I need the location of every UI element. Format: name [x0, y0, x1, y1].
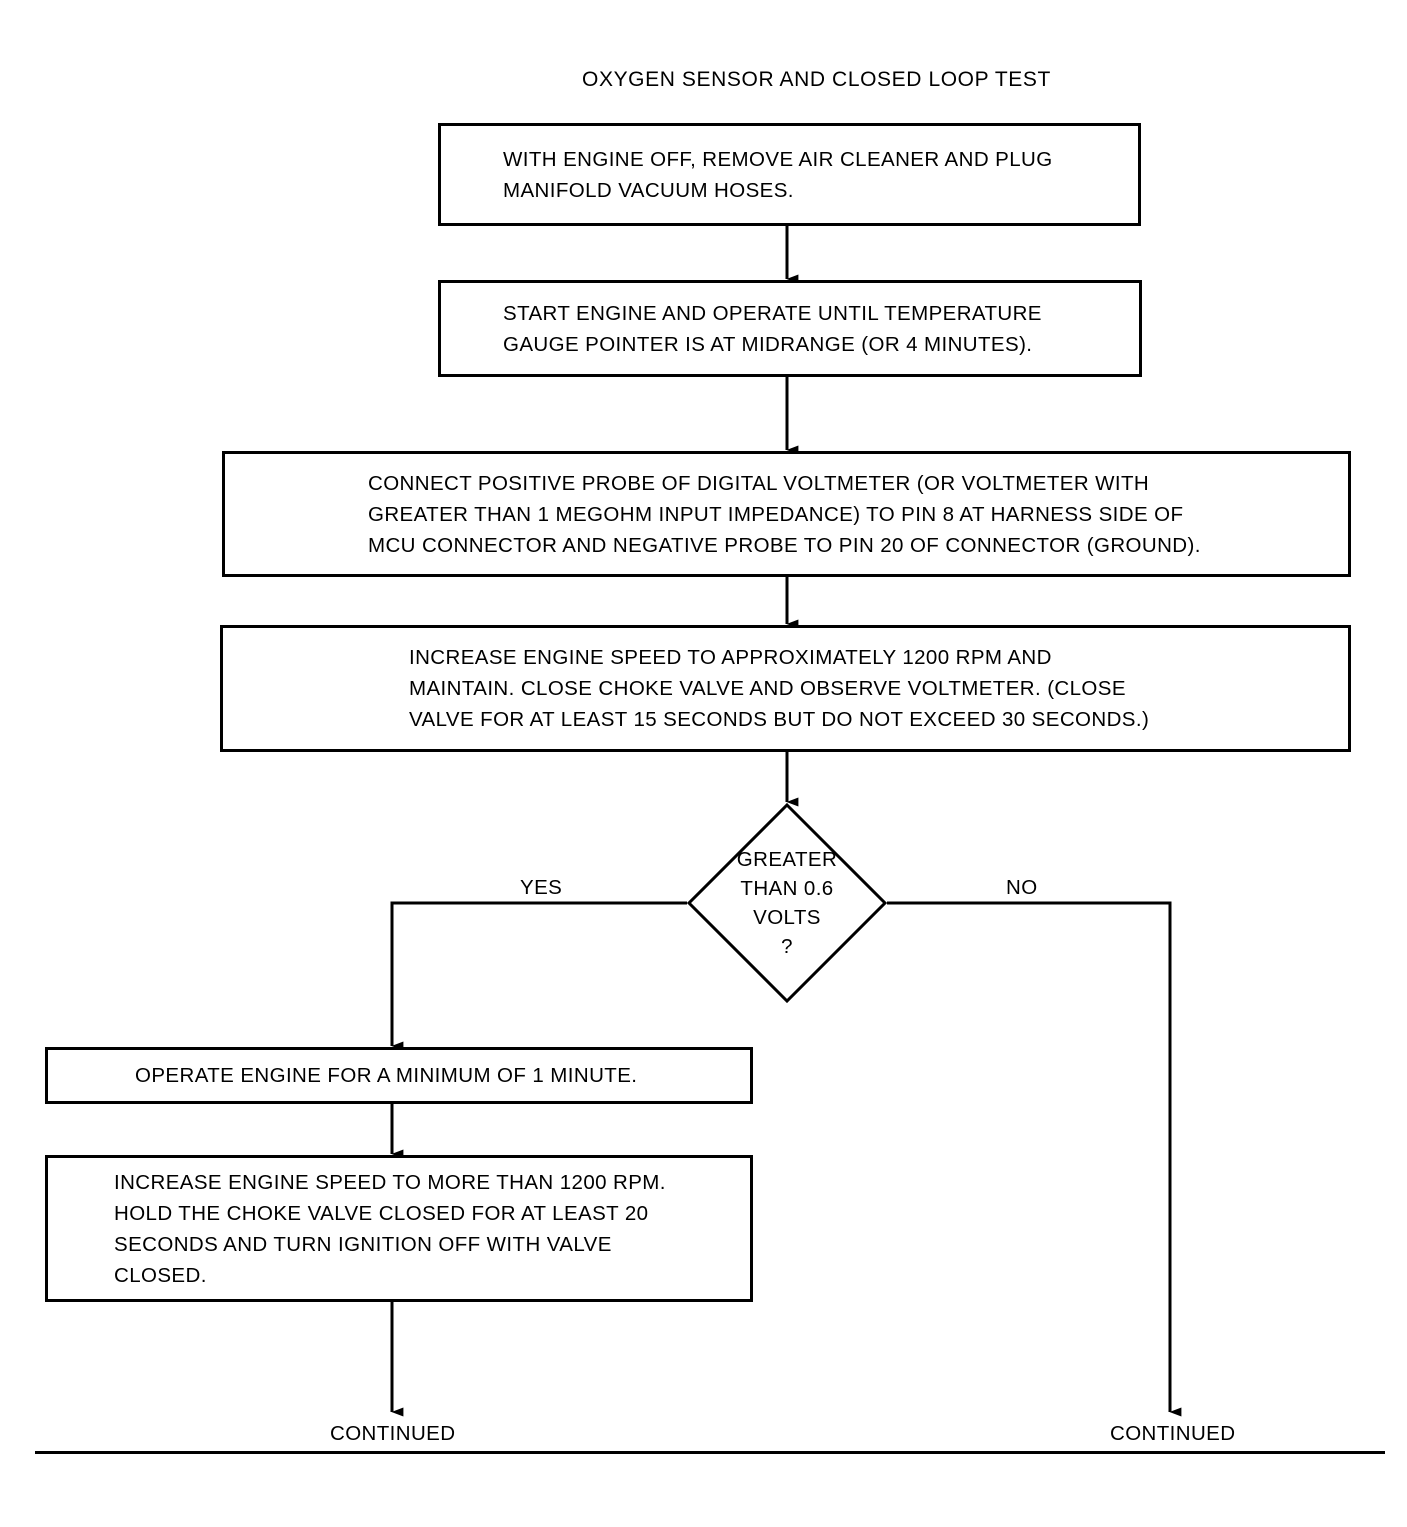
process-box-step5[interactable]: OPERATE ENGINE FOR A MINIMUM OF 1 MINUTE…: [45, 1047, 753, 1104]
connector-decision-yes: [390, 901, 687, 1051]
terminal-continued-right: CONTINUED: [1110, 1422, 1236, 1445]
process-box-step4-label: INCREASE ENGINE SPEED TO APPROXIMATELY 1…: [409, 646, 1150, 731]
edge-label-yes: YES: [520, 876, 563, 899]
decision-diamond-shape: [687, 803, 887, 1003]
page-title-text: OXYGEN SENSOR AND CLOSED LOOP TEST: [582, 68, 1051, 91]
bottom-rule: [35, 1451, 1385, 1454]
process-box-step3-label: CONNECT POSITIVE PROBE OF DIGITAL VOLTME…: [368, 471, 1201, 557]
terminal-continued-left: CONTINUED: [330, 1422, 456, 1445]
process-box-step2-label: START ENGINE AND OPERATE UNTIL TEMPERATU…: [503, 301, 1042, 356]
process-box-step6[interactable]: INCREASE ENGINE SPEED TO MORE THAN 1200 …: [45, 1155, 753, 1302]
process-box-step2[interactable]: START ENGINE AND OPERATE UNTIL TEMPERATU…: [438, 280, 1142, 377]
process-box-step3[interactable]: CONNECT POSITIVE PROBE OF DIGITAL VOLTME…: [222, 451, 1351, 577]
process-box-step1-label: WITH ENGINE OFF, REMOVE AIR CLEANER AND …: [503, 147, 1053, 202]
process-box-step4[interactable]: INCREASE ENGINE SPEED TO APPROXIMATELY 1…: [220, 625, 1351, 752]
connector-decision-no: [887, 901, 1182, 1417]
process-box-step6-label: INCREASE ENGINE SPEED TO MORE THAN 1200 …: [114, 1170, 666, 1287]
process-box-step5-label: OPERATE ENGINE FOR A MINIMUM OF 1 MINUTE…: [135, 1064, 638, 1087]
process-box-step1[interactable]: WITH ENGINE OFF, REMOVE AIR CLEANER AND …: [438, 123, 1141, 226]
edge-label-no: NO: [1006, 876, 1038, 899]
decision-diamond[interactable]: GREATER THAN 0.6 VOLTS ?: [687, 803, 887, 1003]
decision-diamond-label: GREATER THAN 0.6 VOLTS ?: [736, 848, 838, 958]
page-title: OXYGEN SENSOR AND CLOSED LOOP TEST: [0, 68, 1407, 92]
